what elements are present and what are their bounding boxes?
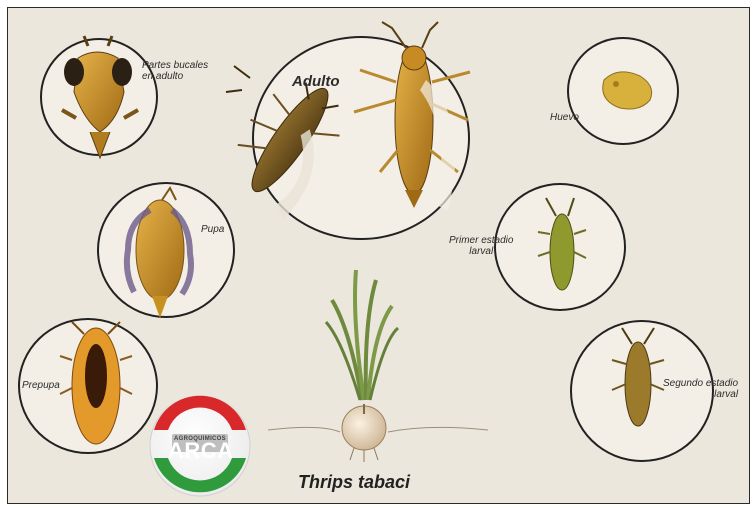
egg-illustration [603,72,652,109]
mouthparts-label: Partes bucales en adulto [142,60,208,82]
second-larval-illustration [612,328,664,426]
egg-label: Huevo [550,112,579,123]
logo-main-text: ARCA [168,438,234,464]
pupa-label: Pupa [201,224,224,235]
second-larval-label: Segundo estadio larval [663,378,738,400]
diagram-title: Thrips tabaci [298,472,410,493]
adult-label: Adulto [292,76,339,87]
adult-illustration [214,22,470,221]
onion-illustration [268,270,488,462]
first-larval-illustration [538,198,586,290]
prepupa-label: Prepupa [22,380,60,391]
mouthparts-illustration [62,36,138,158]
first-larval-label: Primer estadio larval [449,235,513,257]
prepupa-illustration [60,322,132,444]
pupa-illustration [127,188,191,318]
